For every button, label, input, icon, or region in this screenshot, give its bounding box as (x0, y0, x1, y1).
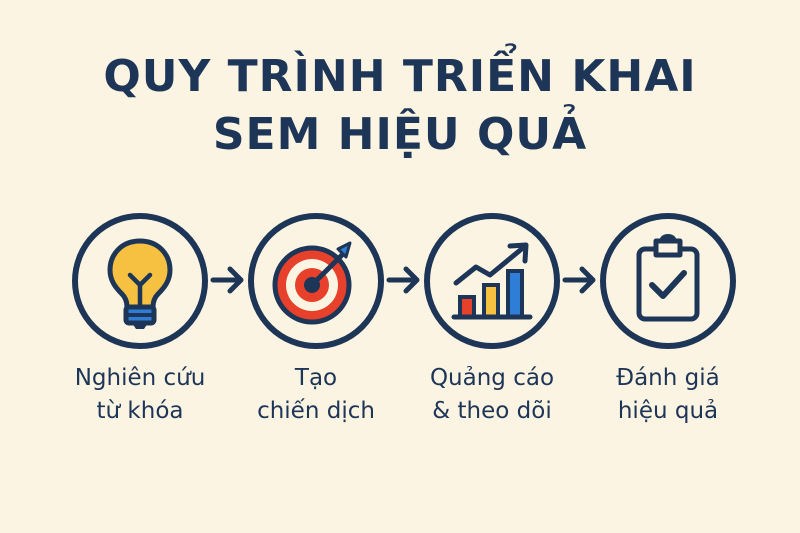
step-1-label-line-1: Nghiên cứu (74, 365, 206, 391)
step-4-label: Đánh giá hiệu quả (578, 362, 758, 428)
step-2-label-line-1: Tạo (294, 365, 338, 391)
step-3-circle (424, 213, 560, 349)
clipboard-check-icon (636, 234, 700, 322)
bar-chart-icon (451, 242, 533, 320)
arrow-right-icon (562, 266, 596, 294)
page-title: QUY TRÌNH TRIỂN KHAI SEM HIỆU QUẢ (0, 48, 800, 164)
step-1-label-line-2: từ khóa (96, 398, 184, 424)
step-4-label-line-2: hiệu quả (617, 398, 719, 424)
arrow-right-icon (386, 266, 420, 294)
title-line-1: QUY TRÌNH TRIỂN KHAI (103, 51, 697, 102)
step-4-label-line-1: Đánh giá (616, 365, 720, 391)
title-line-2: SEM HIỆU QUẢ (212, 109, 588, 160)
step-2-label: Tạo chiến dịch (226, 362, 406, 428)
step-1-circle (72, 213, 208, 349)
step-3-label-line-2: & theo dõi (432, 398, 552, 424)
step-4-circle (600, 213, 736, 349)
step-1-label: Nghiên cứu từ khóa (50, 362, 230, 428)
target-icon (272, 241, 352, 325)
step-2-label-line-2: chiến dịch (257, 398, 375, 424)
step-3-label: Quảng cáo & theo dõi (402, 362, 582, 428)
arrow-right-icon (210, 266, 244, 294)
lightbulb-icon (107, 238, 173, 329)
step-2-circle (248, 213, 384, 349)
step-3-label-line-1: Quảng cáo (429, 365, 555, 391)
